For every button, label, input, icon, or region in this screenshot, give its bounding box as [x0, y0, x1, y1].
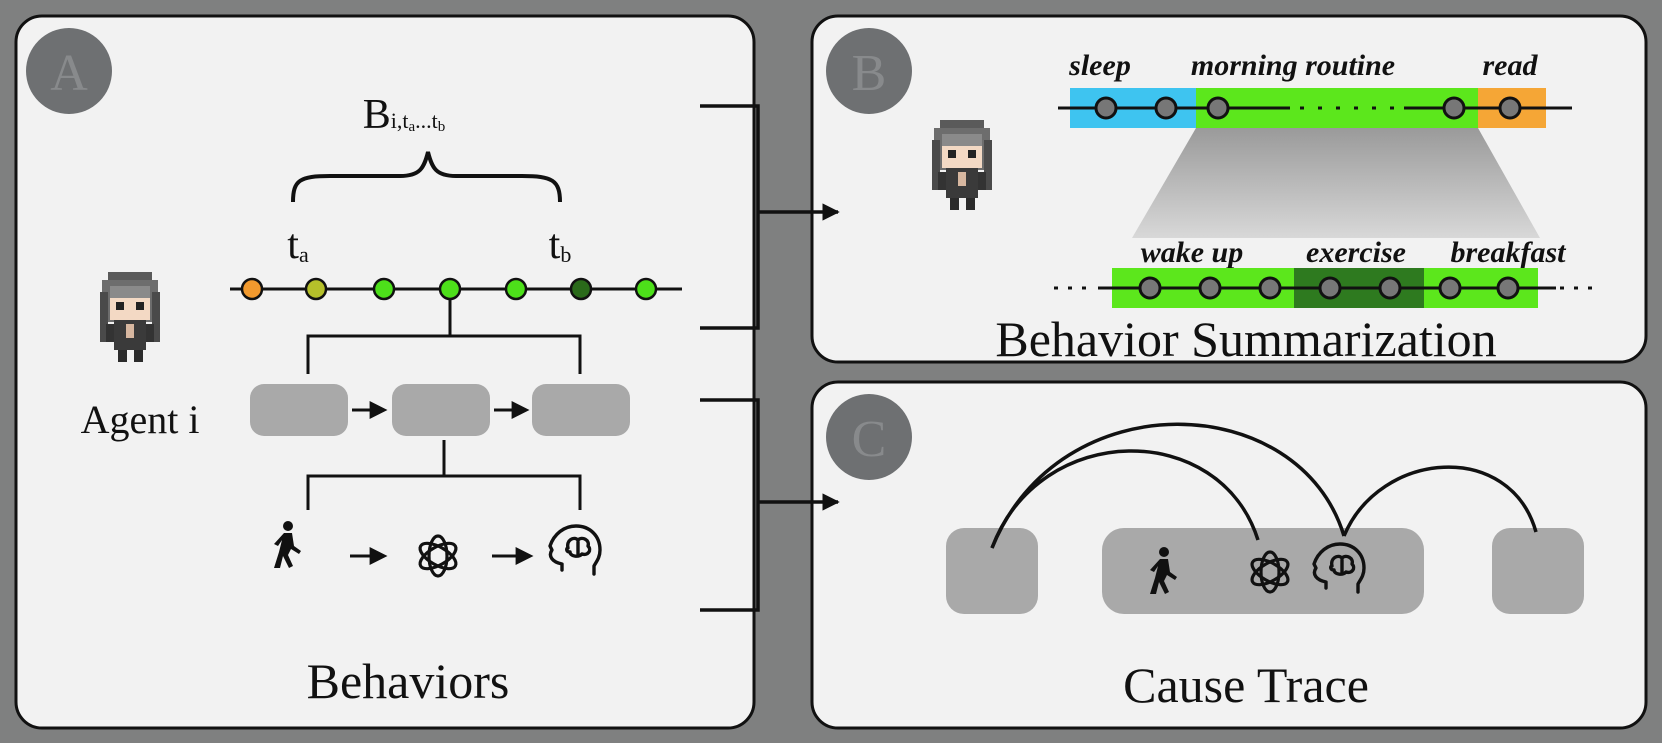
svg-text:A: A: [50, 45, 88, 102]
label-sleep: sleep: [1068, 49, 1131, 82]
cause-box-left: [946, 528, 1038, 614]
bracket-top: [700, 104, 838, 330]
node-dark: [569, 277, 593, 301]
zoom-funnel: [1132, 128, 1540, 238]
cause-box-middle: [1102, 528, 1424, 614]
t-b-label: tb: [549, 222, 572, 268]
tree-connector-top: [306, 299, 582, 374]
node-green: [504, 277, 528, 301]
tree-connector-bottom: [306, 440, 582, 510]
node-olive: [304, 277, 328, 301]
behavior-box: [532, 384, 630, 436]
panel-behaviors: [14, 14, 756, 730]
panel-b-title: Behavior Summarization: [995, 311, 1496, 367]
behavior-box: [250, 384, 348, 436]
node-green: [372, 277, 396, 301]
cause-box-right: [1492, 528, 1584, 614]
label-wake-up: wake up: [1141, 236, 1244, 269]
label-read: read: [1483, 49, 1539, 82]
bracket-bottom: [700, 398, 838, 612]
label-morning-routine: morning routine: [1191, 49, 1395, 82]
badge-b: B: [826, 28, 912, 114]
bottom-nodes: [1138, 276, 1520, 300]
t-a-label: ta: [287, 222, 309, 268]
label-exercise: exercise: [1306, 236, 1406, 269]
brace-label: Bi,ta...tb: [363, 92, 446, 138]
node-green: [634, 277, 658, 301]
badge-a: A: [26, 28, 112, 114]
node-orange: [240, 277, 264, 301]
svg-text:C: C: [852, 411, 887, 468]
badge-c: C: [826, 394, 912, 480]
label-breakfast: breakfast: [1451, 236, 1568, 269]
panel-c-title: Cause Trace: [1123, 657, 1369, 713]
svg-text:B: B: [852, 45, 887, 102]
node-green: [438, 277, 462, 301]
panel-a-title: Behaviors: [307, 653, 510, 709]
top-nodes: [1094, 96, 1522, 120]
behavior-box: [392, 384, 490, 436]
cause-arcs: [990, 422, 1538, 549]
curly-brace: [291, 151, 562, 203]
agent-label: Agent i: [81, 397, 200, 442]
